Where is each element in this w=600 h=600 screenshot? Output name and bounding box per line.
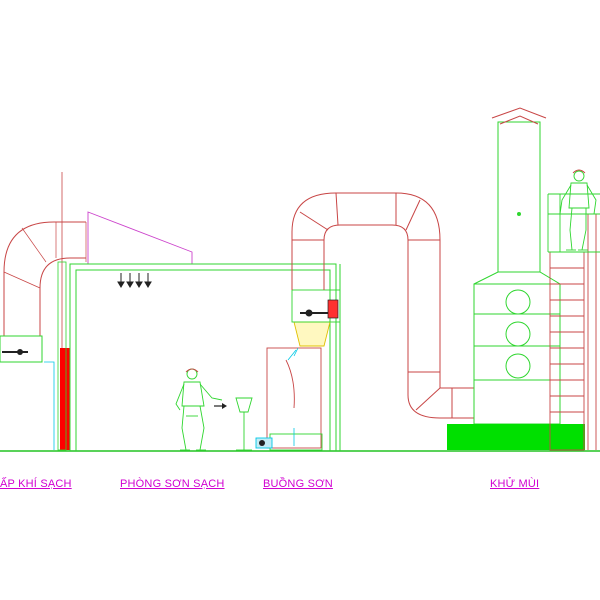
clean-room (69, 263, 341, 451)
railing (547, 193, 600, 253)
inspection-port (505, 353, 531, 379)
inspection-port (505, 289, 531, 315)
inspection-port (505, 321, 531, 347)
label-deodorize: KHỬ MÙI (490, 478, 540, 490)
supply-fan-housing (0, 335, 43, 363)
airflow-arrows (117, 273, 152, 288)
part-stand (235, 397, 253, 451)
red-panel (60, 348, 70, 450)
label-fresh-air: ẤP KHÍ SẠCH (0, 478, 72, 490)
label-clean-room: PHÒNG SƠN SẠCH (120, 478, 225, 490)
down-arrow-icon (126, 273, 134, 288)
booth-exhaust (291, 289, 341, 347)
exhaust-duct (291, 192, 474, 419)
worker-figure-icon (175, 368, 223, 451)
fan-icon (17, 349, 23, 355)
deodorizer-tower (473, 107, 562, 425)
fresh-air-unit (0, 172, 87, 451)
supply-hood (87, 211, 193, 265)
ladder-platform (549, 214, 597, 451)
chimney-cap (491, 107, 547, 119)
down-arrow-icon (135, 273, 143, 288)
spray-arrow-icon (214, 403, 227, 409)
green-base (447, 424, 585, 450)
worker-figure-icon (559, 169, 597, 251)
supply-duct (3, 221, 86, 336)
label-paint-booth: BUỒNG SƠN (263, 478, 333, 490)
down-arrow-icon (117, 273, 125, 288)
paint-booth (255, 347, 323, 451)
down-arrow-icon (144, 273, 152, 288)
fan-icon (305, 309, 313, 317)
